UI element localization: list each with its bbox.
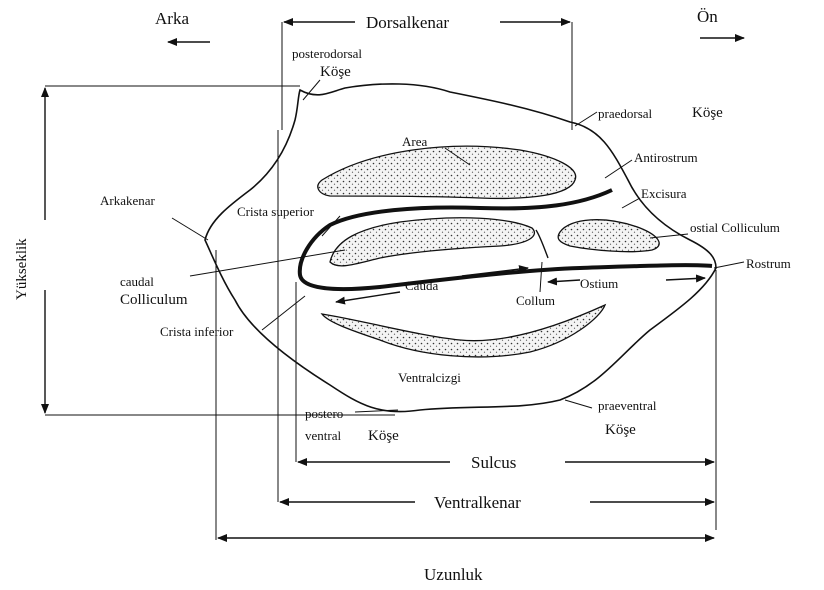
label-yukseklik: Yükseklik — [14, 238, 30, 300]
label-crista-inferior: Crista inferior — [160, 324, 234, 339]
label-rostrum: Rostrum — [746, 256, 791, 271]
label-uzunluk: Uzunluk — [424, 565, 483, 584]
label-caudal: caudal — [120, 274, 154, 289]
label-posterodorsal-kose: Köşe — [320, 64, 351, 80]
label-ostial-colliculum: ostial Colliculum — [690, 220, 780, 235]
label-postero-kose: Köşe — [368, 428, 399, 444]
label-arka: Arka — [155, 9, 189, 28]
label-postero-ventral: ventral — [305, 428, 341, 443]
label-posterodorsal: posterodorsal — [292, 46, 362, 61]
leader-arkakenar — [172, 218, 208, 240]
label-cauda: Cauda — [405, 278, 438, 293]
label-dorsalkenar: Dorsalkenar — [366, 13, 449, 32]
label-caudal-colliculum: Colliculum — [120, 292, 188, 308]
label-postero: postero — [305, 406, 343, 421]
label-crista-superior: Crista superior — [237, 204, 315, 219]
label-ventralkenar: Ventralkenar — [434, 493, 521, 512]
label-area: Area — [402, 134, 427, 149]
label-antirostrum: Antirostrum — [634, 150, 698, 165]
label-sulcus: Sulcus — [471, 453, 516, 472]
label-praedorsal-kose: Köşe — [692, 105, 723, 121]
label-excisura: Excisura — [641, 186, 687, 201]
label-on: Ön — [697, 7, 718, 26]
leader-rostrum — [714, 262, 744, 268]
label-praeventral: praeventral — [598, 398, 657, 413]
leader-praeventral — [565, 400, 592, 408]
label-collum: Collum — [516, 293, 555, 308]
label-arkakenar: Arkakenar — [100, 193, 156, 208]
label-ostium: Ostium — [580, 276, 618, 291]
leader-praedorsal — [575, 112, 597, 126]
label-praedorsal: praedorsal — [598, 106, 653, 121]
label-praeventral-kose: Köşe — [605, 422, 636, 438]
label-ventralcizgi: Ventralcizgi — [398, 370, 461, 385]
